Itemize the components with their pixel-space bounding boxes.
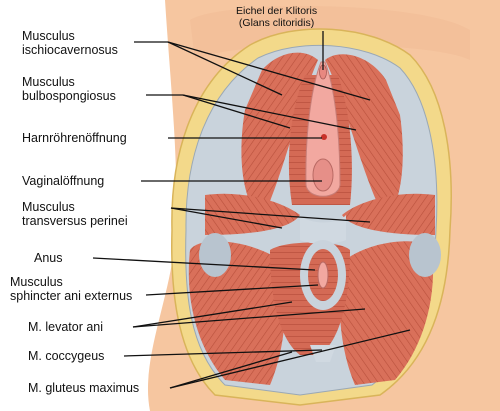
vaginal-opening-label: Vaginalöffnung [22,174,105,188]
levator-ani-label: M. levator ani [28,320,104,334]
ischiocavernosus-label-line2: ischiocavernosus [22,43,118,57]
bulbospongiosus-label: Musculus bulbospongiosus [22,75,116,103]
coccygeus-label: M. coccygeus [28,349,105,363]
gluteus-maximus-left [188,241,286,385]
transversus-perinei-label-line1: Musculus [22,200,75,214]
anus-label: Anus [34,251,63,265]
glans-label: Eichel der Klitoris (Glans clitoridis) [236,5,317,29]
ischiocavernosus-label-line1: Musculus [22,29,75,43]
glans-label-line2: (Glans clitoridis) [238,17,315,29]
transversus-perinei-label: Musculus transversus perinei [22,200,128,228]
transversus-perinei-right [342,193,435,235]
sphincter-ani-label-line1: Musculus [10,275,63,289]
vestibule [305,61,341,197]
ischiocavernosus-label: Musculus ischiocavernosus [22,29,118,57]
sphincter-ani-label: Musculus sphincter ani externus [10,275,132,303]
ischial-pad-right [409,233,441,277]
gluteus-maximus-label: M. gluteus maximus [28,381,140,395]
anal-opening [317,261,329,289]
transversus-perinei-label-line2: transversus perinei [22,214,128,228]
perineal-body [300,215,346,244]
urethral-opening-shape [321,134,327,140]
gluteus-maximus-right [339,241,434,385]
leader-lines [92,31,411,389]
vaginal-opening-shape [312,158,334,192]
glans-label-line1: Eichel der Klitoris [236,5,318,17]
ischiocavernosus-right [325,54,403,220]
ischial-pad-left [199,233,231,277]
bulbospongiosus-label-line1: Musculus [22,75,75,89]
sphincter-ani-label-line2: sphincter ani externus [10,289,133,303]
urethral-opening-label: Harnröhrenöffnung [22,131,127,145]
bulbospongiosus-label-line2: bulbospongiosus [22,89,116,103]
